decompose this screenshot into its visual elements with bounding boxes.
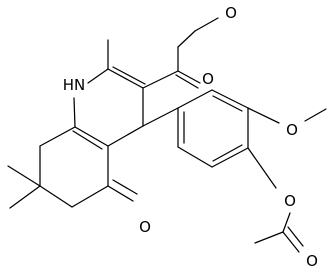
bond-aryl-c5-c6 bbox=[177, 146, 213, 168]
bond-aryl-c2-c3 bbox=[211, 89, 249, 109]
bond-c4-aryl bbox=[142, 107, 179, 127]
bond-o-methoxy-methyl bbox=[304, 108, 327, 122]
bond-c4-c4a bbox=[107, 125, 144, 147]
bond-c6-c5 bbox=[71, 185, 109, 208]
atom-label-o-ester-carbonyl: O bbox=[202, 70, 214, 88]
bond-c4a-c8a-double bbox=[72, 130, 103, 150]
bond-c7-c6 bbox=[39, 185, 73, 208]
bond-c2-c3-double bbox=[112, 66, 146, 85]
bond-aryl-c4-c5 bbox=[211, 147, 249, 168]
atom-label-o-ketone: O bbox=[139, 218, 151, 236]
atom-label-o-acetoxy-carbonyl: O bbox=[306, 252, 318, 270]
bond-lines bbox=[7, 17, 327, 253]
bond-c7-methyl-a bbox=[7, 165, 41, 187]
atom-label-o-acetoxy-ether: O bbox=[284, 192, 296, 210]
bond-n1-c2 bbox=[87, 68, 109, 84]
bond-ester-c-o-carbonyl bbox=[177, 70, 201, 84]
bond-acetoxy-c-o bbox=[282, 231, 300, 253]
atom-label-nh: HN bbox=[63, 76, 86, 94]
bond-ester-c-o-carbonyl-double bbox=[175, 74, 199, 89]
atom-label-o-methoxy: O bbox=[286, 121, 298, 139]
bond-aryl-o-methoxy bbox=[247, 107, 280, 124]
bond-o-acetoxy-carbonyl-c bbox=[282, 212, 291, 233]
bond-o-alkoxy-segment bbox=[177, 30, 196, 48]
bond-acetoxy-c-o-double bbox=[287, 226, 304, 247]
bond-c2-c3 bbox=[107, 68, 144, 89]
bond-aryl-inner-b bbox=[212, 144, 243, 162]
bond-aryl-o-acetoxy bbox=[247, 147, 277, 189]
bond-acetoxy-methyl bbox=[254, 231, 284, 244]
bond-c5-o-ketone bbox=[107, 185, 134, 202]
bond-c3-ester-c bbox=[142, 70, 179, 89]
bond-c8a-n1 bbox=[73, 97, 76, 128]
bond-c4a-c8a bbox=[74, 126, 109, 147]
bond-c7-methyl-b bbox=[9, 185, 41, 209]
bond-aryl-inner-a bbox=[212, 95, 243, 112]
bond-c5-o-ketone-double bbox=[112, 179, 138, 195]
bond-c8a-c8 bbox=[39, 126, 76, 147]
bond-o-alkoxy-methyl bbox=[194, 17, 219, 32]
atom-label-o-ester-alkoxy: O bbox=[225, 4, 237, 22]
bond-aryl-c1-c2 bbox=[177, 89, 213, 109]
atom-labels: HN O O O O O O bbox=[63, 4, 318, 270]
